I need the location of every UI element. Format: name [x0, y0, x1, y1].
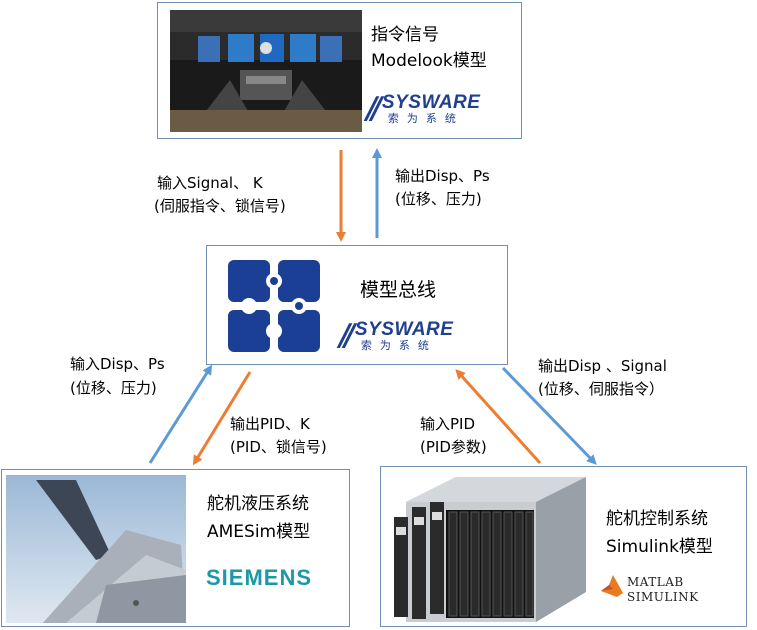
simulink-model-box: 舵机控制系统 Simulink模型 MATLAB SIMULINK: [380, 466, 747, 627]
sysware-logo-text: SYSWARE: [354, 319, 454, 340]
amesim-model-box: 舵机液压系统 AMESim模型 SIEMENS: [1, 469, 350, 627]
matlab-logo-line2: SIMULINK: [627, 590, 699, 604]
sysware-logo-cn: 索为系统: [360, 339, 437, 352]
fighter-jet-image: [6, 475, 186, 623]
sysware-logo-text: SYSWARE: [381, 92, 481, 113]
right-in-label-line1: 输入PID: [420, 415, 476, 433]
left-out-label-line2: (PID、锁信号): [230, 438, 327, 456]
arrow-left-to-bus: [148, 364, 213, 464]
sysware-logo-bus: // SYSWARE 索为系统: [339, 318, 453, 353]
matlab-logo-line1: MATLAB: [627, 575, 684, 589]
arrow-bus-to-right: [501, 366, 597, 465]
left-out-label-line1: 输出PID、K: [230, 415, 310, 433]
bus-puzzle-icon: [228, 260, 320, 352]
top-model-box: 指令信号 Modelook模型 // SYSWARE 索为系统: [157, 2, 522, 139]
top-out-label-line1: 输出Disp、Ps: [395, 167, 490, 185]
amesim-title-line1: 舵机液压系统: [207, 494, 309, 514]
top-out-label-line2: (位移、压力): [395, 190, 482, 208]
arrow-bus-to-left: [192, 371, 252, 466]
right-in-label-line2: (PID参数): [420, 438, 487, 456]
top-title-line2: Modelook模型: [371, 51, 487, 71]
sysware-mark-icon: //: [339, 318, 355, 353]
simulink-title-line1: 舵机控制系统: [606, 509, 708, 529]
matlab-membrane-icon: [601, 575, 623, 597]
top-title-line1: 指令信号: [371, 25, 439, 45]
top-in-label-line1: 输入Signal、 K: [157, 174, 263, 192]
arrow-right-to-bus: [455, 369, 542, 465]
sysware-logo-cn: 索为系统: [387, 112, 464, 125]
right-out-label-line1: 输出Disp 、Signal: [538, 357, 667, 375]
right-out-label-line2: (位移、伺服指令）: [538, 380, 664, 398]
top-in-label-line2: (伺服指令、锁信号): [154, 197, 286, 215]
model-bus-box: 模型总线 // SYSWARE 索为系统: [206, 245, 508, 365]
bus-title: 模型总线: [360, 279, 437, 301]
amesim-title-line2: AMESim模型: [207, 522, 311, 542]
simulink-title-line2: Simulink模型: [606, 537, 713, 557]
sysware-logo: // SYSWARE 索为系统: [366, 91, 480, 126]
left-in-label-line2: (位移、压力): [70, 379, 157, 397]
sysware-mark-icon: //: [366, 91, 382, 126]
cockpit-image: [170, 10, 362, 132]
left-in-label-line1: 输入Disp、Ps: [70, 355, 165, 373]
siemens-logo: SIEMENS: [206, 565, 313, 590]
control-chassis-image: [394, 477, 586, 622]
